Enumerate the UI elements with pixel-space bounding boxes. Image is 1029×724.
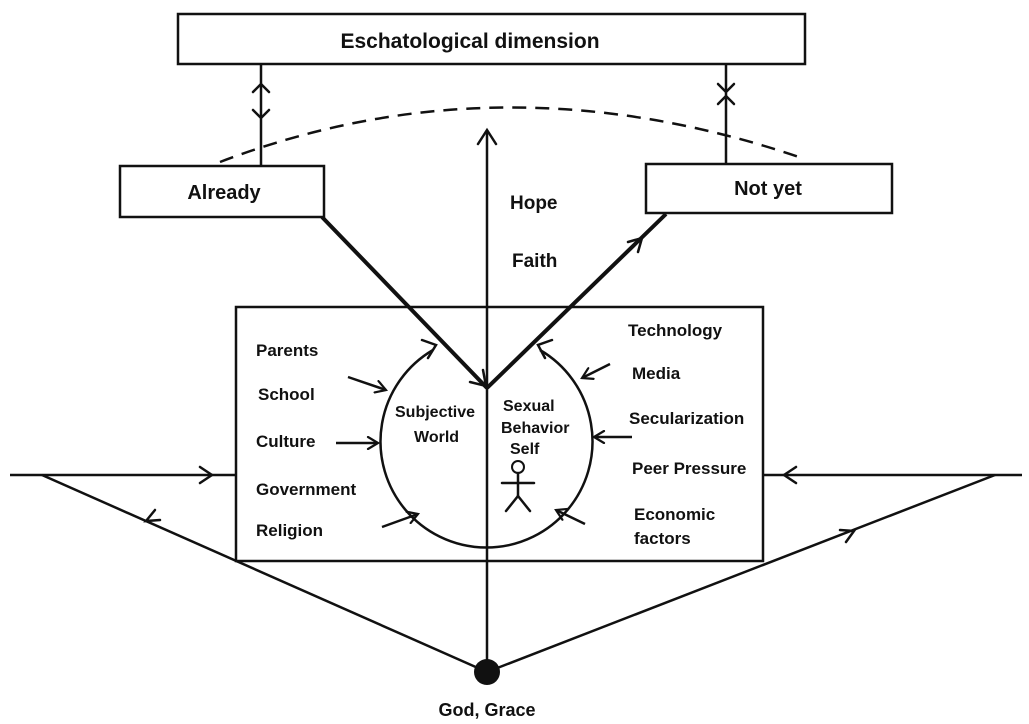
parents-label: Parents	[256, 341, 318, 360]
left-diagonal-line	[41, 473, 488, 674]
secularization-label: Secularization	[629, 409, 744, 428]
media-label: Media	[632, 364, 681, 383]
eschatological-dimension-label: Eschatological dimension	[340, 30, 599, 53]
factors-label: factors	[634, 529, 691, 548]
right-diagonal-arrowhead	[838, 528, 857, 544]
notyet-up-arrow	[716, 94, 736, 106]
left-horizontal-arrowhead	[198, 465, 215, 485]
god-grace-node	[474, 659, 500, 685]
school-label: School	[258, 385, 315, 404]
government-label: Government	[256, 480, 356, 499]
context-box	[234, 305, 765, 563]
religion-label: Religion	[256, 521, 323, 540]
god-grace-label: God, Grace	[438, 700, 535, 720]
subjective-label: Subjective	[395, 404, 475, 421]
circle-left-arrowhead	[420, 338, 438, 360]
world-label: World	[414, 429, 459, 446]
right-arrow-media	[582, 362, 611, 378]
stick-figure-icon	[500, 460, 536, 513]
left-arrow-school	[347, 375, 386, 390]
not-yet-box	[644, 162, 894, 215]
already-down-arrow	[251, 108, 271, 120]
hope-label: Hope	[510, 193, 558, 214]
notyet-down-arrow	[716, 82, 736, 94]
left-diagonal-arrowhead	[143, 508, 162, 523]
peer-pressure-label: Peer Pressure	[632, 459, 746, 478]
technology-label: Technology	[628, 321, 723, 340]
self-to-notyet-line	[485, 212, 668, 390]
central-axis-arrowhead	[476, 127, 498, 146]
not-yet-label: Not yet	[734, 178, 802, 200]
already-to-self-line	[320, 215, 489, 390]
right-diagonal-line	[486, 473, 996, 674]
dashed-arc	[219, 106, 803, 164]
faith-label: Faith	[512, 251, 557, 272]
sexual-label: Sexual	[503, 398, 555, 415]
right-arrow-economic	[556, 510, 586, 526]
right-horizontal-arrowhead	[781, 465, 798, 485]
left-arrow-religion	[381, 514, 418, 529]
culture-label: Culture	[256, 432, 316, 451]
already-label: Already	[187, 182, 261, 204]
already-line-arrowhead	[468, 368, 488, 388]
self-circle	[379, 348, 594, 549]
already-up-arrow	[251, 82, 271, 94]
eschatological-dimension-box	[176, 12, 807, 66]
self-label: Self	[510, 441, 540, 458]
notyet-line-arrowhead	[626, 236, 644, 254]
already-box	[118, 164, 326, 219]
economic-label: Economic	[634, 505, 715, 524]
circle-right-arrowhead	[536, 338, 554, 360]
behavior-label: Behavior	[501, 420, 569, 437]
